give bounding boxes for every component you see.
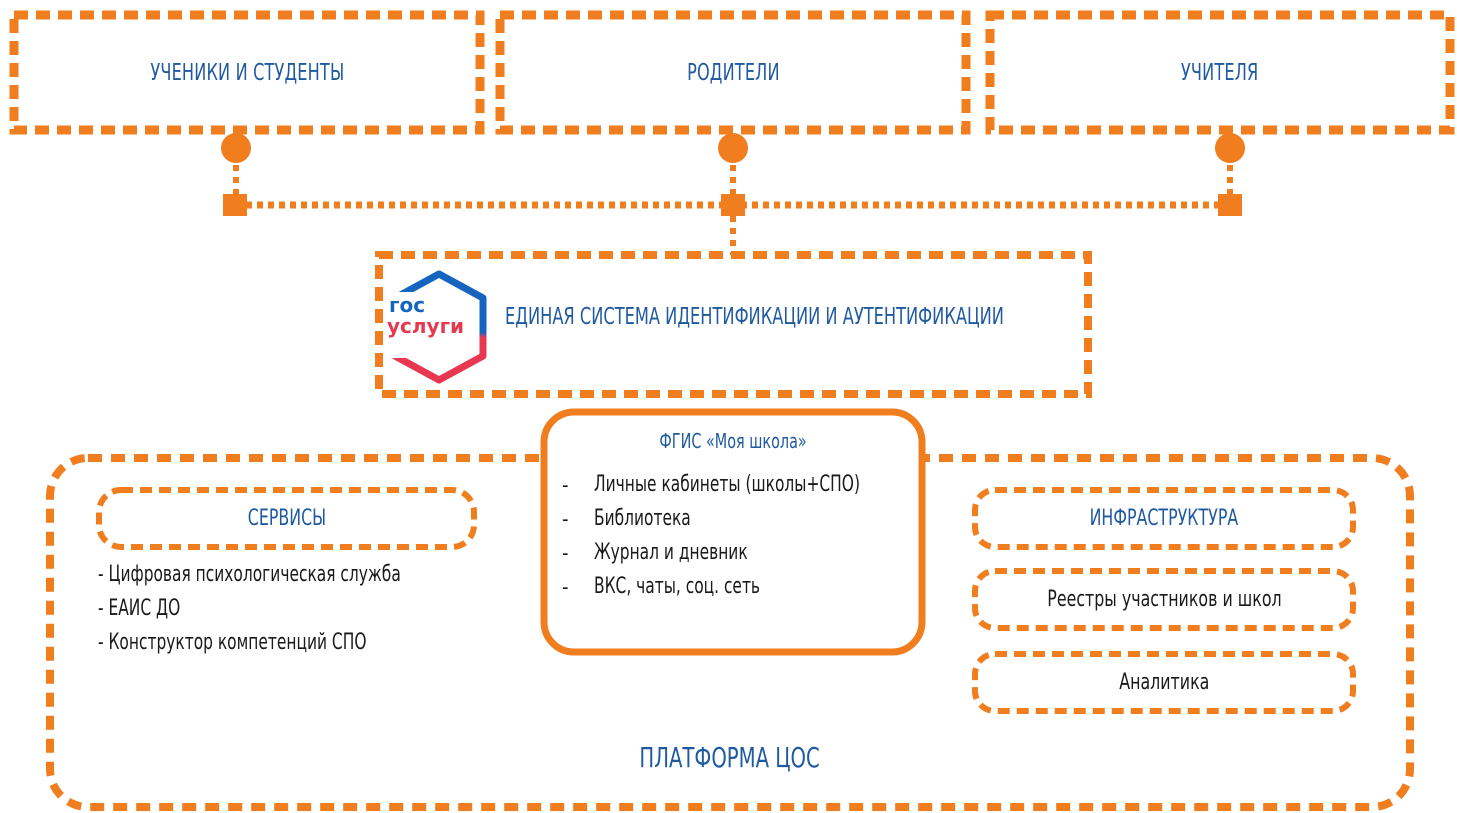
registries-box: Реестры участников и школ [975, 571, 1353, 628]
connector-square-students [223, 194, 247, 216]
fgis-item-text: Журнал и дневник [594, 540, 748, 565]
connector-dot-teachers [1215, 133, 1245, 163]
box-outline-services [96, 487, 477, 550]
services-item: - Цифровая психологическая служба [98, 558, 498, 592]
box-teachers: УЧИТЕЛЯ [990, 15, 1450, 130]
fgis-item-dash: - [562, 541, 569, 565]
box-students-label: УЧЕНИКИ И СТУДЕНТЫ [149, 59, 344, 86]
box-outline-teachers [985, 10, 1455, 135]
platform-label: ПЛАТФОРМА ЦОС [639, 740, 821, 774]
gosuslugi-text-gos: гос [389, 293, 426, 317]
platform-label-wrap: ПЛАТФОРМА ЦОС [530, 735, 930, 779]
box-outline-students [9, 10, 485, 135]
fgis-title-wrap: ФГИС «Моя школа» [544, 426, 922, 456]
box-outline-platform [46, 454, 1414, 811]
fgis-title: ФГИС «Моя школа» [659, 429, 807, 453]
box-teachers-label: УЧИТЕЛЯ [1181, 59, 1259, 86]
esia-box: ЕДИНАЯ СИСТЕМА ИДЕНТИФИКАЦИИ И АУТЕНТИФИ… [505, 295, 1085, 339]
connector-dot-students [221, 133, 251, 163]
fgis-item-text: Библиотека [594, 506, 691, 531]
fgis-item: - Библиотека [560, 502, 920, 536]
services-item-text: - ЕАИС ДО [98, 596, 181, 621]
services-list: - Цифровая психологическая служба - ЕАИС… [98, 558, 498, 660]
fgis-item-dash: - [562, 575, 569, 599]
box-outline-parents [495, 10, 971, 135]
gosuslugi-text-uslugi: услуги [387, 314, 465, 338]
connector-square-parents [721, 194, 745, 216]
connector-dot-parents [718, 133, 748, 163]
fgis-item: - Журнал и дневник [560, 536, 920, 570]
fgis-item: - Личные кабинеты (школы+СПО) [560, 468, 920, 502]
infrastructure-title: ИНФРАСТРУКТУРА [1089, 506, 1239, 531]
services-title: СЕРВИСЫ [247, 506, 326, 531]
infrastructure-header: ИНФРАСТРУКТУРА [975, 490, 1353, 547]
gosuslugi-hexagon-icon [383, 270, 487, 384]
fgis-item-dash: - [562, 507, 569, 531]
services-item-text: - Цифровая психологическая служба [98, 562, 401, 587]
services-header: СЕРВИСЫ [99, 490, 474, 547]
analytics-label: Аналитика [1118, 670, 1210, 695]
registries-label: Реестры участников и школ [1046, 587, 1282, 612]
gosuslugi-logo: гос услуги [383, 268, 495, 386]
fgis-item-text: ВКС, чаты, соц. сеть [594, 574, 761, 599]
box-students: УЧЕНИКИ И СТУДЕНТЫ [14, 15, 480, 130]
esia-label: ЕДИНАЯ СИСТЕМА ИДЕНТИФИКАЦИИ И АУТЕНТИФИ… [505, 304, 1004, 330]
fgis-item-dash: - [562, 473, 569, 497]
analytics-box: Аналитика [975, 654, 1353, 711]
box-parents-label: РОДИТЕЛИ [686, 59, 780, 86]
fgis-item-text: Личные кабинеты (школы+СПО) [594, 472, 860, 497]
services-item: - ЕАИС ДО [98, 592, 498, 626]
connector-square-teachers [1218, 194, 1242, 216]
services-item: - Конструктор компетенций СПО [98, 626, 498, 660]
fgis-list: - Личные кабинеты (школы+СПО) - Библиоте… [560, 468, 920, 604]
box-outline-esia [375, 251, 1092, 398]
fgis-item: - ВКС, чаты, соц. сеть [560, 570, 920, 604]
box-parents: РОДИТЕЛИ [500, 15, 966, 130]
services-item-text: - Конструктор компетенций СПО [98, 630, 367, 655]
box-outline-fgis [540, 408, 926, 656]
